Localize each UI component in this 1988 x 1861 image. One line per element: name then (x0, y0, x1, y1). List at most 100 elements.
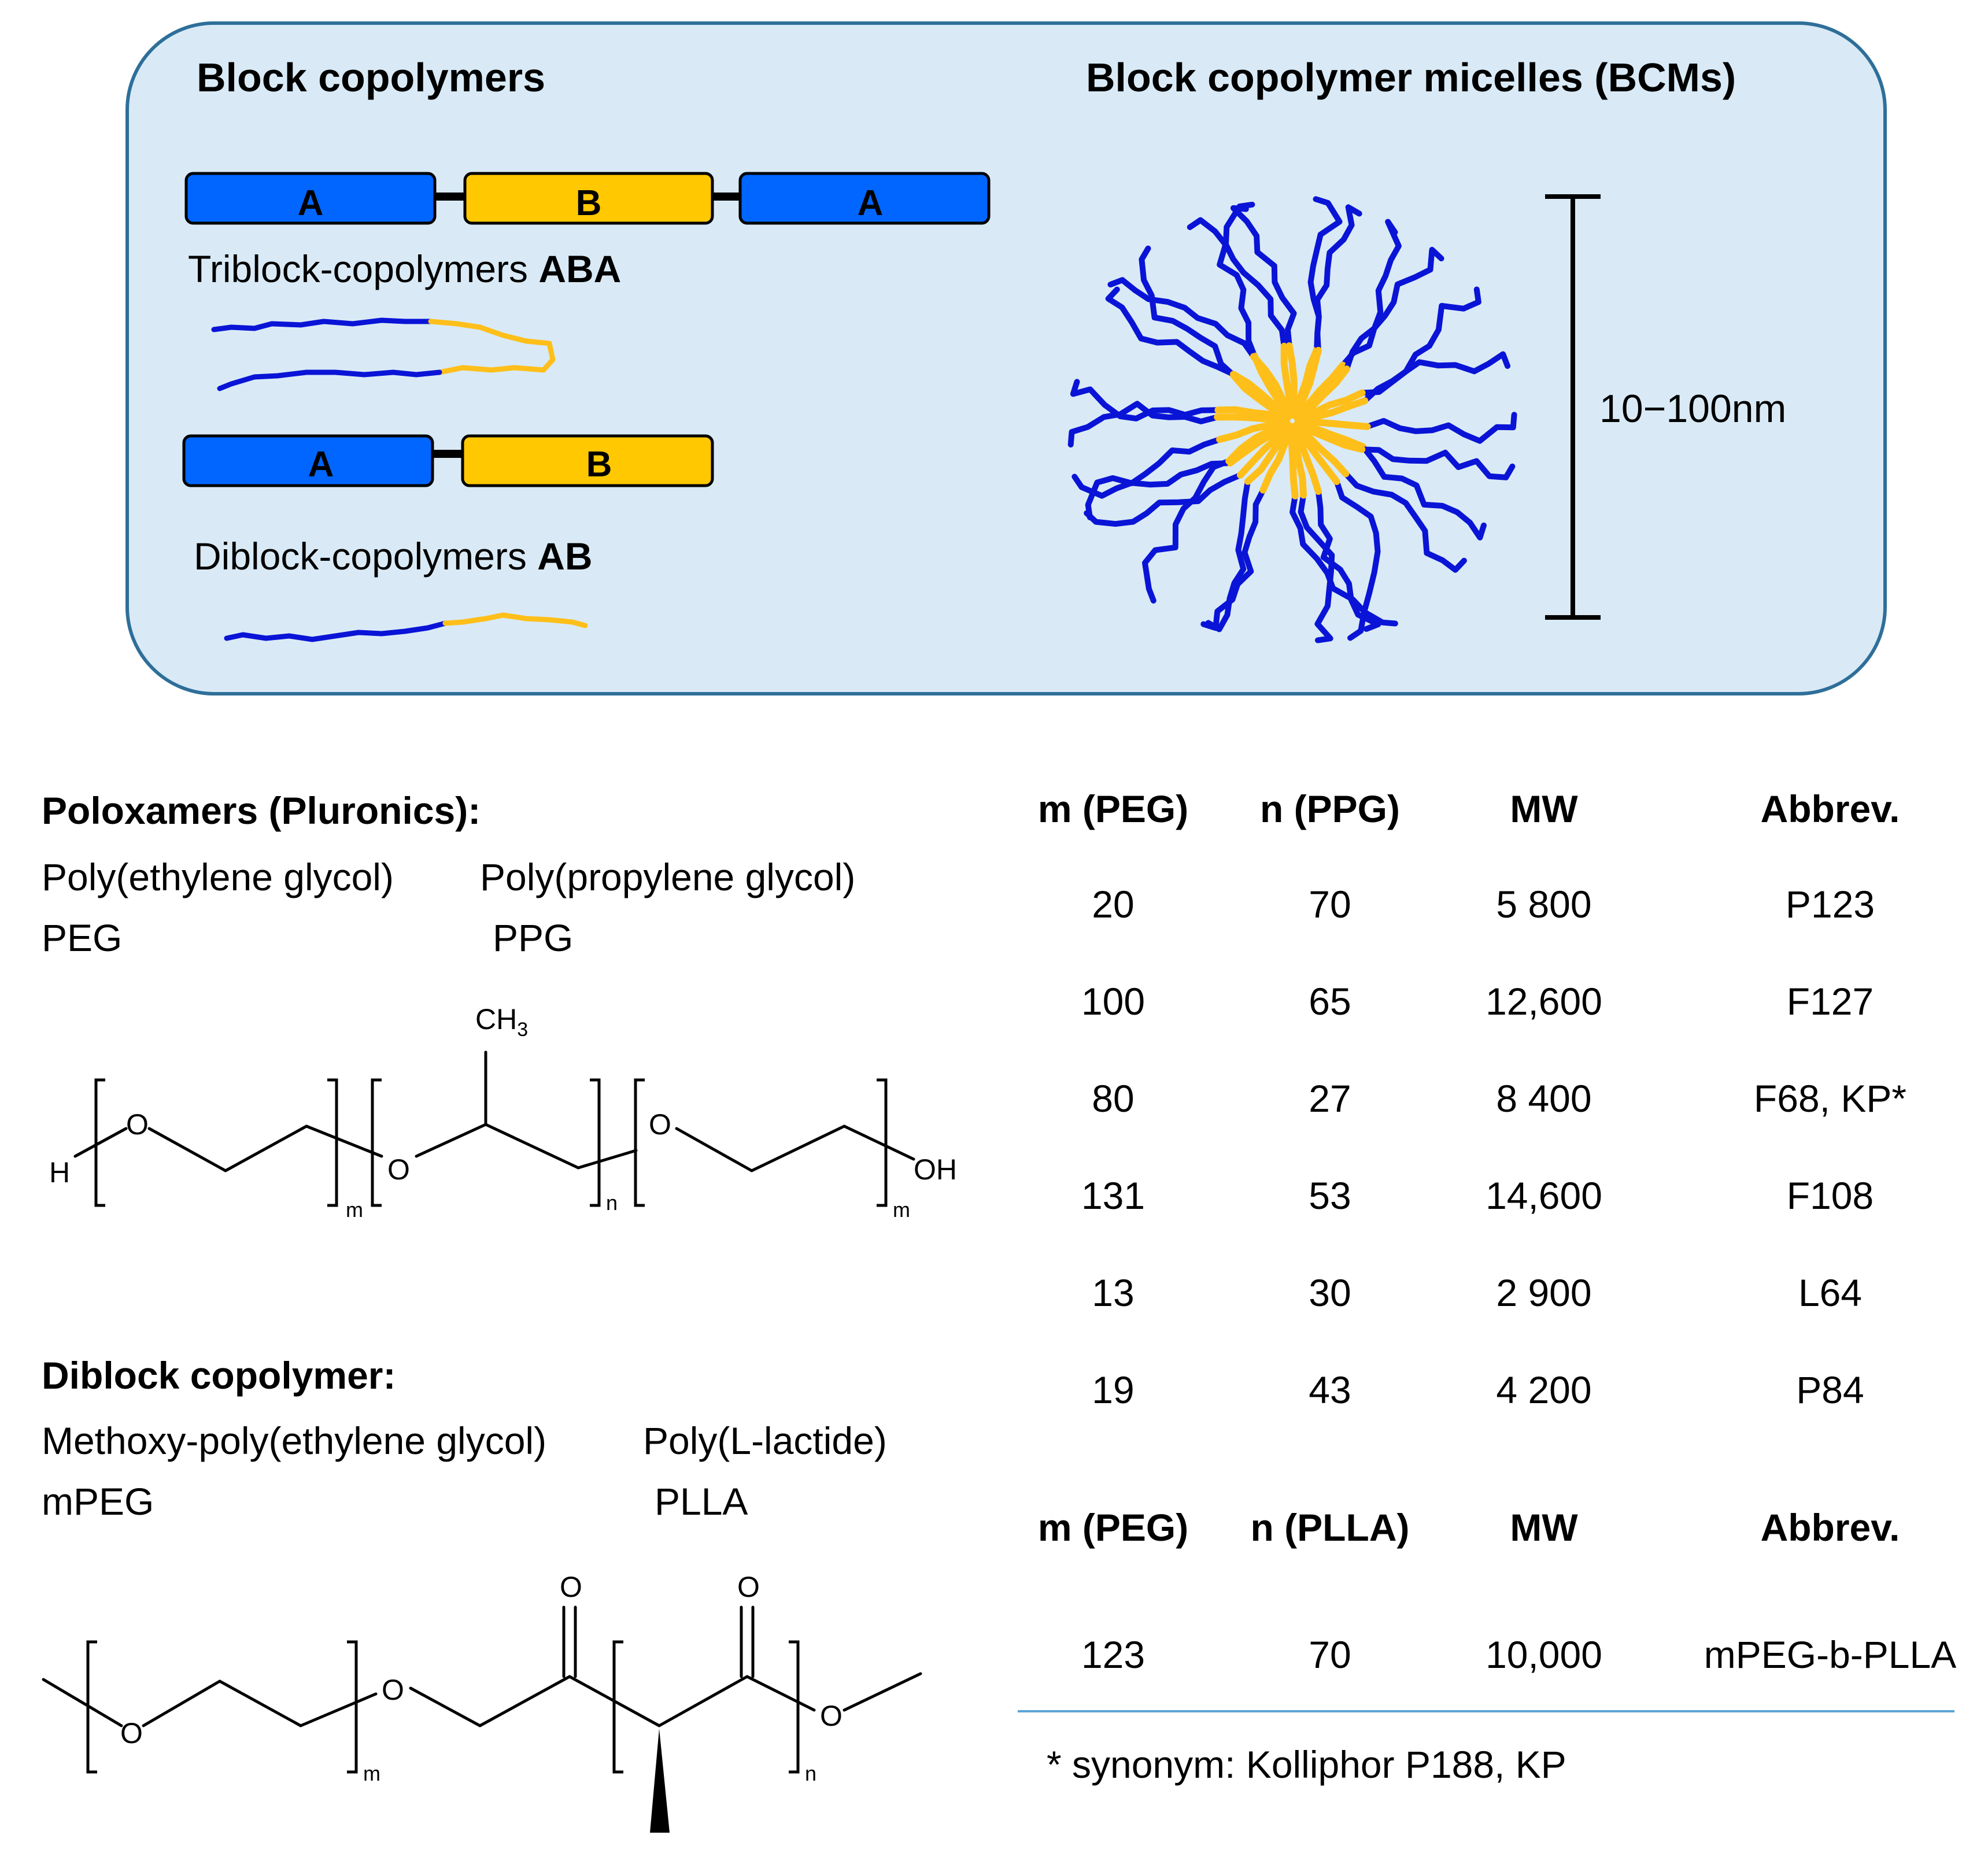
table-cell: 10,000 (1486, 1633, 1602, 1676)
ppg-abbr: PPG (493, 916, 573, 959)
table-header-cell: n (PPG) (1260, 787, 1400, 830)
table-header-cell: n (PLLA) (1251, 1506, 1410, 1549)
ppg-name: Poly(propylene glycol) (480, 856, 855, 898)
micelle-corona-chain (1343, 471, 1467, 573)
table-cell: 43 (1309, 1368, 1351, 1411)
micelle-core-chain (1250, 353, 1294, 419)
micelle-corona-chain (1314, 204, 1362, 353)
poloxamer-structure: H O O O OH CH3 m n m (49, 1003, 957, 1222)
table-cell: F68, KP* (1754, 1077, 1906, 1120)
table-cell: 19 (1092, 1368, 1134, 1411)
table-header-cell: m (PEG) (1038, 787, 1188, 830)
micelle-core-chain (1230, 371, 1292, 421)
micelle-corona-chain (1359, 446, 1516, 480)
triblock-diagram: A B A (184, 172, 991, 225)
micelle-corona-chain (1142, 458, 1232, 604)
micelle-corona-chain (1364, 412, 1517, 444)
micelle-corona-chain (1230, 205, 1297, 349)
atom-o2: O (387, 1153, 410, 1186)
micelle-corona-chain (1067, 401, 1221, 447)
micelle-corona-chain (1085, 436, 1223, 520)
table-cell: 123 (1081, 1633, 1145, 1676)
triblock-label-a2: A (858, 183, 884, 223)
micelle-core-chain (1294, 397, 1369, 424)
table-cell: 53 (1309, 1174, 1351, 1217)
micelle-corona-chain (1200, 487, 1266, 631)
subscript-m1: m (346, 1198, 363, 1222)
triblock-block-a1 (184, 172, 437, 225)
micelle-corona-chain (1223, 201, 1287, 349)
scale-bar (1545, 194, 1601, 620)
subscript-n2: n (805, 1762, 816, 1785)
table-cell: L64 (1798, 1271, 1862, 1314)
micelle-corona-chain (1289, 493, 1398, 627)
table-cell: 30 (1309, 1271, 1351, 1314)
top-panel (125, 21, 1887, 695)
table-cell: 100 (1081, 980, 1145, 1023)
micelle-corona-chain (1362, 286, 1481, 404)
diblock-label-b: B (586, 445, 612, 484)
triblock-chain (211, 317, 556, 391)
atom-h: H (49, 1156, 70, 1189)
subscript-m2: m (893, 1198, 910, 1222)
table-cell: 8 400 (1496, 1077, 1591, 1120)
table-cell: mPEG-b-PLLA (1704, 1633, 1956, 1676)
micelle-diagram (1067, 196, 1517, 643)
table-cell: 80 (1092, 1077, 1134, 1120)
table-cell: 12,600 (1486, 980, 1602, 1023)
atom-o1: O (126, 1108, 149, 1141)
scale-bar-label: 10−100nm (1599, 387, 1786, 431)
methyl-label: CH3 (475, 1003, 528, 1041)
table-cell: F127 (1787, 980, 1874, 1023)
table-cell: 65 (1309, 980, 1351, 1023)
peg-abbr: PEG (42, 916, 122, 959)
micelle-core-chain (1294, 420, 1366, 453)
micelle-core-chain (1295, 417, 1371, 430)
micelle-corona-chain (1315, 489, 1381, 632)
mpeg-abbr: mPEG (42, 1480, 154, 1523)
micelle-corona-chain (1139, 245, 1236, 378)
diblock-caption: Diblock-copolymers AB (194, 535, 593, 578)
micelle-corona-chain (1070, 379, 1221, 421)
triblock-label-a1: A (298, 183, 324, 223)
micelle-corona-chain (1084, 472, 1243, 527)
table-cell: 13 (1092, 1271, 1134, 1314)
poloxamers-heading: Poloxamers (Pluronics): (42, 789, 481, 832)
bcm-heading: Block copolymer micelles (BCMs) (1086, 55, 1736, 100)
table-cell: 70 (1309, 883, 1351, 926)
mpeg-name: Methoxy-poly(ethylene glycol) (42, 1419, 546, 1462)
micelle-core-chain (1259, 423, 1295, 494)
triblock-label-b: B (576, 183, 602, 223)
table-cell: 14,600 (1486, 1174, 1602, 1217)
mpeg-atom-o2: O (382, 1674, 404, 1706)
micelle-core-chain (1291, 423, 1322, 495)
micelle-corona-chain (1205, 478, 1251, 632)
table-cell: P84 (1796, 1368, 1864, 1411)
micelle-corona-chain (1105, 286, 1236, 378)
micelle-corona-chain (1187, 217, 1258, 359)
wedge-bond (650, 1729, 670, 1833)
diblock-chain (224, 612, 588, 642)
table-cell: 4 200 (1496, 1368, 1591, 1411)
micelle-core-chain (1214, 406, 1291, 423)
table-header-cell: MW (1510, 1506, 1578, 1549)
micelle-corona-chain (1344, 219, 1402, 372)
ester-o: O (820, 1700, 843, 1732)
subscript-n: n (606, 1191, 618, 1215)
table-cell: F108 (1787, 1174, 1874, 1217)
table-header-cell: Abbrev. (1761, 1506, 1900, 1549)
micelle-corona-chain (1340, 247, 1444, 368)
atom-oh: OH (914, 1153, 957, 1186)
carbonyl-o1: O (560, 1571, 582, 1603)
micelle-core-chain (1291, 347, 1322, 420)
table-cell: 70 (1309, 1633, 1351, 1676)
table-cell: 131 (1081, 1174, 1145, 1217)
table-cell: 2 900 (1496, 1271, 1591, 1314)
diblock-diagram: A B (182, 434, 714, 487)
peg-name: Poly(ethylene glycol) (42, 856, 394, 898)
mpeg-atom-o1: O (120, 1717, 143, 1749)
micelle-corona-chain (1298, 492, 1335, 643)
micelle-core-chain (1294, 365, 1350, 421)
